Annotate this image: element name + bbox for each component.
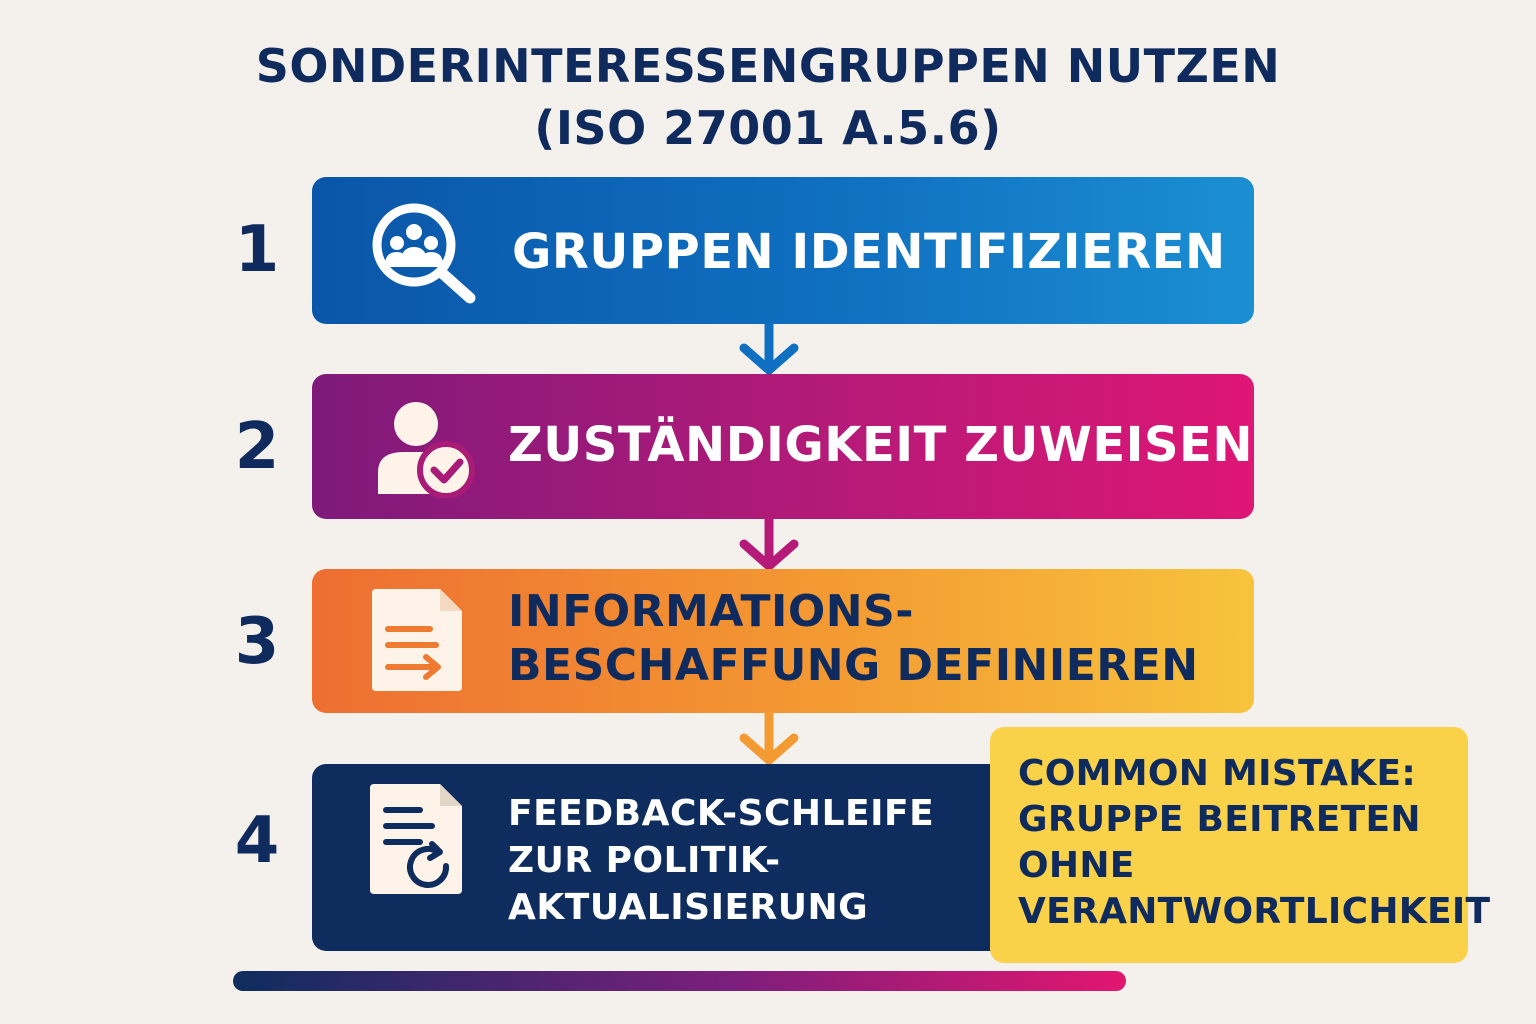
- step-label-1: GRUPPEN IDENTIFIZIEREN: [512, 224, 1226, 280]
- callout-line-3: OHNE: [1018, 845, 1135, 886]
- step-number-3: 3: [234, 605, 280, 679]
- step-box-3: INFORMATIONS- BESCHAFFUNG DEFINIEREN: [312, 569, 1254, 713]
- magnifier-people-icon: [370, 201, 480, 309]
- common-mistake-callout: COMMON MISTAKE: GRUPPE BEITRETEN OHNE VE…: [990, 727, 1491, 963]
- callout-line-2: GRUPPE BEITRETEN: [1018, 799, 1421, 840]
- step-number-2: 2: [234, 410, 280, 484]
- bottom-gradient-bar: [233, 971, 1126, 991]
- arrow-down-icon: [738, 712, 800, 765]
- step-box-1: GRUPPEN IDENTIFIZIEREN: [312, 177, 1254, 324]
- step-box-2: ZUSTÄNDIGKEIT ZUWEISEN: [312, 374, 1254, 519]
- step-label-4: FEEDBACK-SCHLEIFE ZUR POLITIK- AKTUALISI…: [508, 790, 978, 931]
- step-label-4-line-3: AKTUALISIERUNG: [508, 887, 869, 928]
- step-label-2: ZUSTÄNDIGKEIT ZUWEISEN: [508, 417, 1253, 473]
- step-label-3-line-1: INFORMATIONS-: [508, 586, 915, 637]
- document-arrow-icon: [370, 589, 466, 697]
- step-label-3-line-2: BESCHAFFUNG DEFINIEREN: [508, 640, 1199, 691]
- callout-line-4: VERANTWORTLICHKEIT: [1018, 891, 1491, 932]
- document-refresh-icon: [368, 784, 464, 900]
- arrow-down-icon: [738, 518, 800, 571]
- user-check-icon: [374, 398, 478, 502]
- step-box-4: FEEDBACK-SCHLEIFE ZUR POLITIK- AKTUALISI…: [312, 764, 1012, 951]
- step-number-1: 1: [234, 213, 280, 287]
- title-line-2: (ISO 27001 A.5.6): [534, 101, 1002, 155]
- step-label-3: INFORMATIONS- BESCHAFFUNG DEFINIEREN: [508, 585, 1228, 693]
- title-line-1: SONDERINTERESSENGRUPPEN NUTZEN: [255, 39, 1281, 93]
- step-label-4-line-2: ZUR POLITIK-: [508, 840, 781, 881]
- arrow-down-icon: [738, 322, 800, 375]
- callout-line-1: COMMON MISTAKE:: [1018, 753, 1417, 794]
- step-label-4-line-1: FEEDBACK-SCHLEIFE: [508, 793, 935, 834]
- step-number-4: 4: [234, 804, 280, 878]
